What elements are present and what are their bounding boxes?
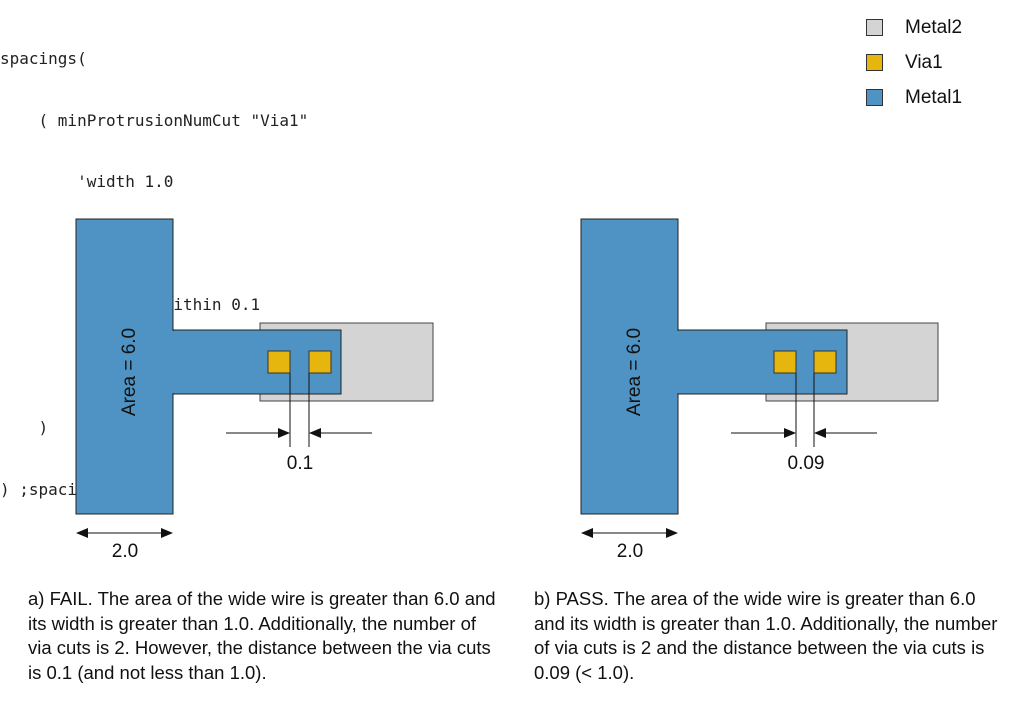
legend-item-via1: Via1: [866, 45, 962, 80]
area-label: Area = 6.0: [119, 328, 140, 416]
code-line: ( minProtrusionNumCut "Via1": [0, 110, 309, 130]
metal2-swatch: [866, 19, 883, 36]
spacing-label: 0.1: [287, 453, 313, 474]
width-label: 2.0: [617, 541, 643, 562]
via1-cut: [813, 350, 837, 374]
via1-cut: [267, 350, 291, 374]
metal1-swatch: [866, 89, 883, 106]
area-label: Area = 6.0: [624, 328, 645, 416]
metal1-wide-wire: [580, 218, 679, 515]
legend: Metal2 Via1 Metal1: [866, 10, 962, 115]
panel-a: Area = 6.0 0.1 2.0: [75, 218, 434, 562]
legend-label: Via1: [905, 51, 943, 73]
width-label: 2.0: [112, 541, 138, 562]
via1-cut: [308, 350, 332, 374]
via1-cut: [773, 350, 797, 374]
legend-item-metal2: Metal2: [866, 10, 962, 45]
code-line: spacings(: [0, 49, 87, 68]
code-line: 'width 1.0: [0, 172, 174, 191]
via1-swatch: [866, 54, 883, 71]
legend-label: Metal1: [905, 86, 963, 108]
caption-pass: b) PASS. The area of the wide wire is gr…: [534, 588, 998, 683]
legend-label: Metal2: [905, 16, 963, 38]
spacing-label: 0.09: [788, 453, 825, 474]
caption-fail: a) FAIL. The area of the wide wire is gr…: [28, 588, 496, 683]
metal1-wide-wire: [75, 218, 174, 515]
legend-item-metal1: Metal1: [866, 80, 962, 115]
panel-b: Area = 6.0 0.09 2.0: [580, 218, 939, 562]
code-line: ): [0, 418, 49, 437]
